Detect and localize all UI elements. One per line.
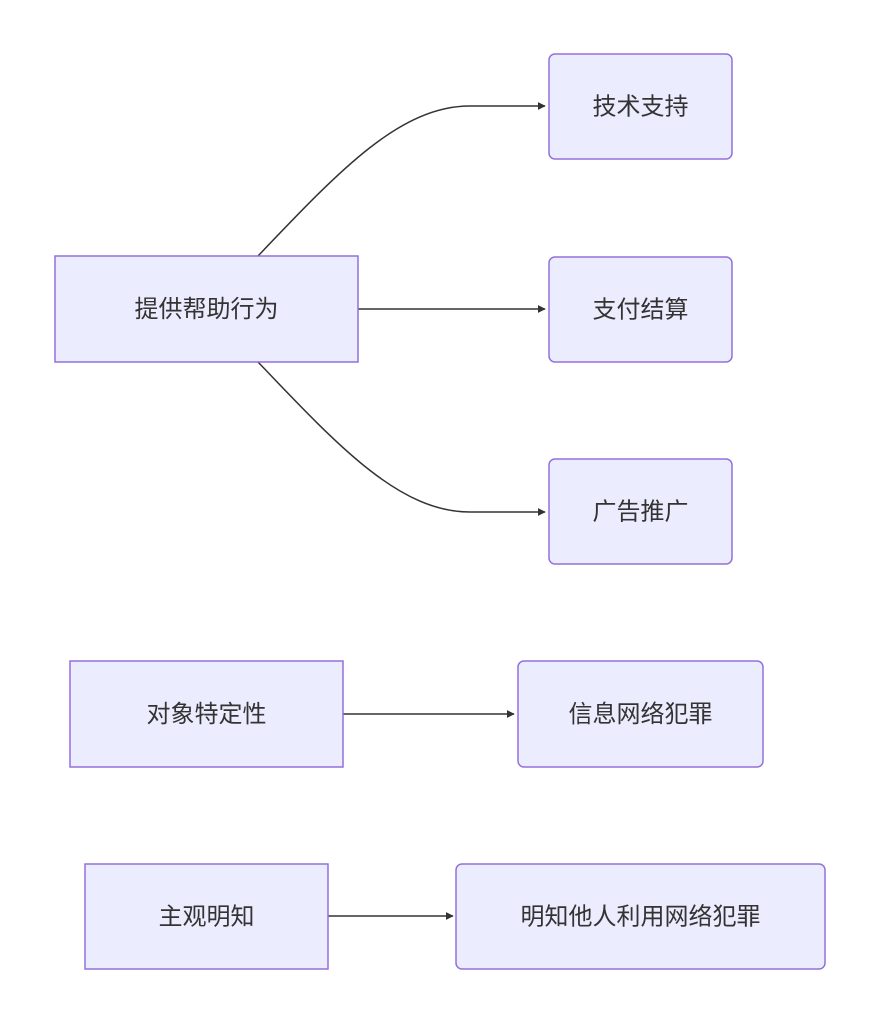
node-subjective-knowledge[interactable]: 主观明知 [84, 863, 329, 970]
edge-help-to-tech [257, 102, 546, 257]
edges [257, 102, 546, 920]
node-ad-promotion[interactable]: 广告推广 [548, 458, 733, 565]
node-info-network-crime[interactable]: 信息网络犯罪 [517, 660, 764, 768]
node-info-network-crime-label: 信息网络犯罪 [569, 700, 713, 728]
node-target-specificity[interactable]: 对象特定性 [69, 660, 344, 768]
node-payment-settlement[interactable]: 支付结算 [548, 256, 733, 363]
node-target-specificity-label: 对象特定性 [147, 700, 267, 728]
node-tech-support-label: 技术支持 [593, 93, 689, 121]
node-help-behavior-label: 提供帮助行为 [135, 295, 279, 323]
node-help-behavior[interactable]: 提供帮助行为 [54, 255, 359, 363]
edge-help-to-ad [257, 361, 546, 516]
node-tech-support[interactable]: 技术支持 [548, 53, 733, 160]
node-ad-promotion-label: 广告推广 [593, 498, 689, 526]
node-knowing-others-crime[interactable]: 明知他人利用网络犯罪 [455, 863, 826, 970]
node-knowing-others-crime-label: 明知他人利用网络犯罪 [521, 903, 761, 931]
node-subjective-knowledge-label: 主观明知 [159, 903, 255, 931]
node-payment-settlement-label: 支付结算 [593, 296, 689, 324]
